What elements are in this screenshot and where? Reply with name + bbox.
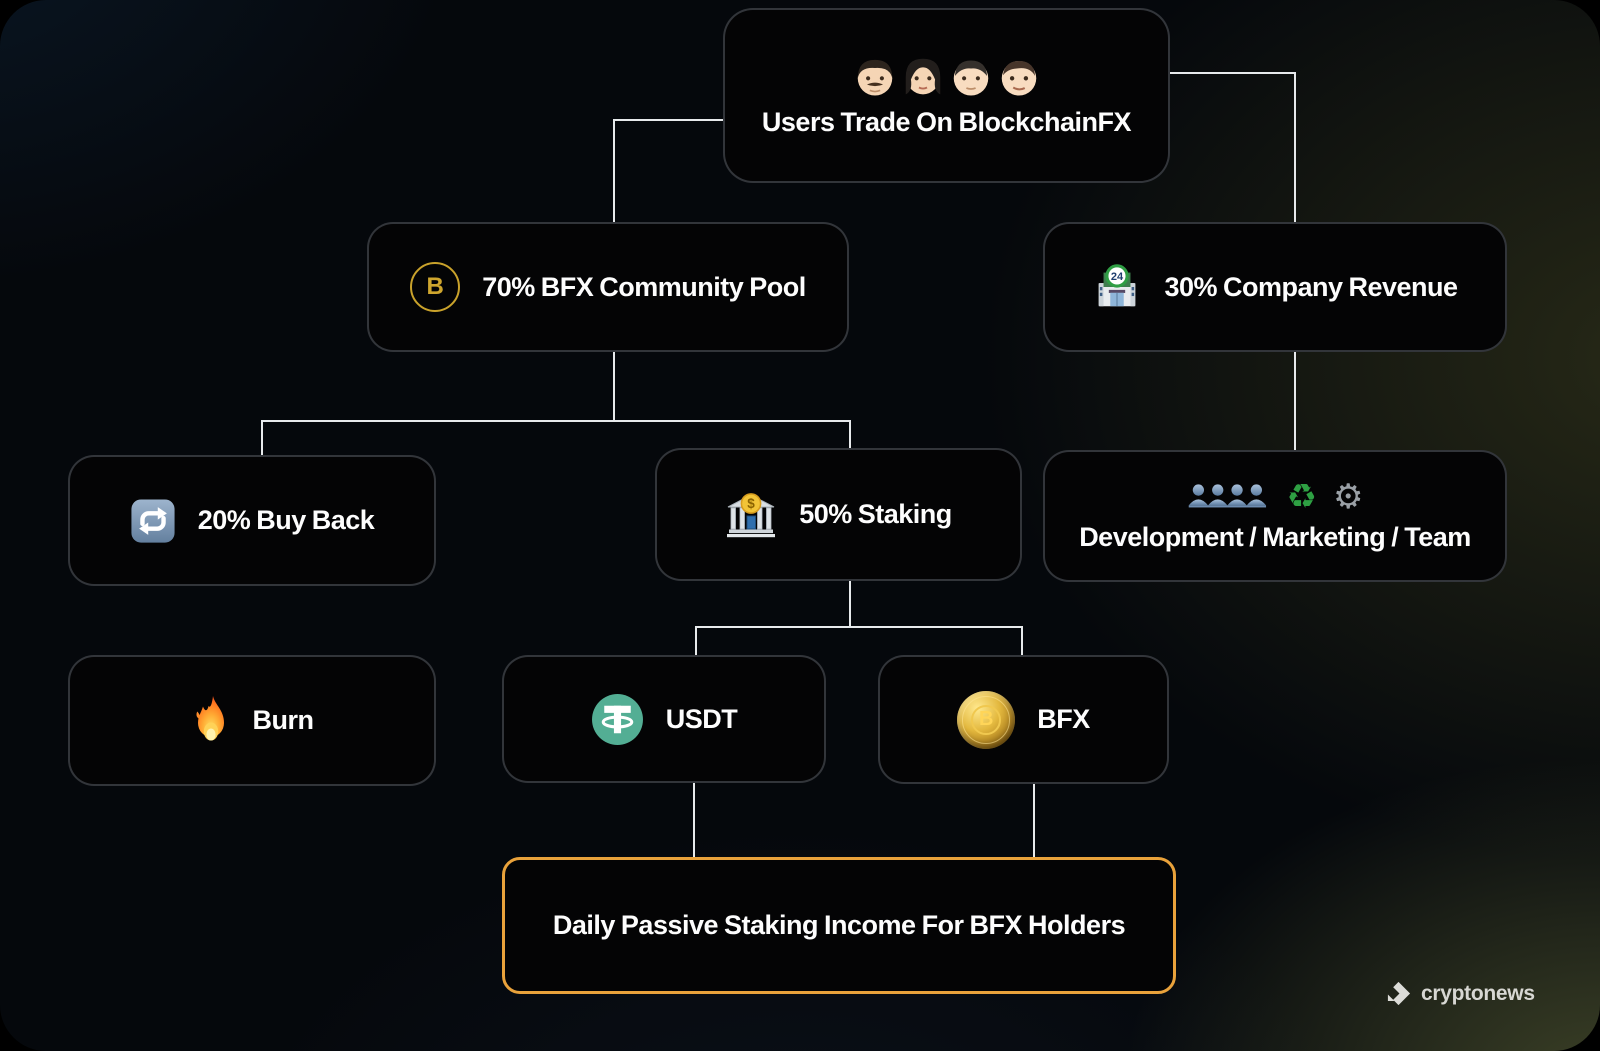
edge-pool-split-h bbox=[261, 420, 851, 422]
cryptonews-brand-text: cryptonews bbox=[1421, 981, 1535, 1005]
edge-pool-split-v bbox=[613, 348, 615, 422]
edge-split-staking bbox=[849, 420, 851, 448]
repeat-icon bbox=[131, 498, 175, 543]
node-daily-staking-income: Daily Passive Staking Income For BFX Hol… bbox=[502, 857, 1176, 994]
edge-staking-split-h bbox=[695, 626, 1023, 628]
daily-label: Daily Passive Staking Income For BFX Hol… bbox=[552, 910, 1126, 940]
node-bfx: B BFX bbox=[878, 655, 1169, 784]
devteam-icons: ♻ ⚙ bbox=[1187, 476, 1364, 517]
buyback-label: 20% Buy Back bbox=[197, 505, 375, 535]
store-24-badge: 24 bbox=[1111, 271, 1124, 283]
bfx-ring-logo-icon: B bbox=[410, 262, 461, 312]
man-emoji bbox=[857, 59, 892, 96]
fire-icon bbox=[195, 695, 224, 740]
coin-inner-ring: B bbox=[971, 704, 1002, 735]
edge-usdt-daily bbox=[693, 779, 695, 857]
node-users-trade: Users Trade On BlockchainFX bbox=[723, 8, 1170, 183]
edge-users-revenue-v bbox=[1294, 72, 1296, 222]
bfx-gold-coin-icon: B bbox=[957, 690, 1016, 749]
cryptonews-watermark: cryptonews bbox=[1385, 980, 1535, 1007]
store-24h-icon: 24 bbox=[1099, 264, 1136, 307]
woman-emoji bbox=[905, 58, 940, 95]
devteam-label: Development / Marketing / Team bbox=[1079, 521, 1471, 552]
staking-label: 50% Staking bbox=[799, 499, 952, 529]
node-buy-back: 20% Buy Back bbox=[68, 455, 436, 586]
recycle-icon: ♻ bbox=[1286, 476, 1317, 517]
edge-users-pool-v bbox=[613, 119, 615, 222]
boy-emoji bbox=[1001, 60, 1036, 96]
usdt-label: USDT bbox=[665, 703, 738, 734]
coin-monogram: B bbox=[979, 708, 994, 730]
edge-split-usdt bbox=[695, 626, 697, 655]
node-burn: Burn bbox=[68, 655, 436, 786]
node-staking: $ 50% Staking bbox=[655, 448, 1022, 581]
edge-users-pool-h bbox=[613, 119, 723, 121]
bank-coin-symbol: $ bbox=[747, 496, 755, 511]
coin-outer-ring bbox=[962, 695, 1011, 744]
edge-users-revenue-h bbox=[1164, 72, 1296, 74]
user-faces-icons bbox=[852, 53, 1042, 99]
person-emoji bbox=[953, 60, 988, 96]
node-company-revenue: 24 30% Company Revenue bbox=[1043, 222, 1507, 352]
gear-icon: ⚙ bbox=[1333, 476, 1364, 517]
tether-logo-icon bbox=[591, 693, 643, 745]
users-label: Users Trade On BlockchainFX bbox=[761, 107, 1132, 137]
bfx-label: BFX bbox=[1037, 704, 1090, 734]
edge-split-bfx bbox=[1021, 626, 1023, 655]
revenue-label: 30% Company Revenue bbox=[1164, 271, 1458, 302]
edge-revenue-devteam bbox=[1294, 348, 1296, 450]
pool-label: 70% BFX Community Pool bbox=[482, 271, 806, 302]
bfx-monogram: B bbox=[426, 273, 444, 300]
cryptonews-logo-icon bbox=[1387, 981, 1411, 1006]
bank-icon: $ bbox=[727, 492, 776, 537]
node-dev-marketing-team: ♻ ⚙ Development / Marketing / Team bbox=[1043, 450, 1507, 582]
node-usdt: USDT bbox=[502, 655, 826, 783]
edge-split-buyback bbox=[261, 420, 263, 455]
node-community-pool: B 70% BFX Community Pool bbox=[367, 222, 849, 352]
edge-bfx-daily bbox=[1033, 780, 1035, 857]
busts-icon bbox=[1188, 484, 1266, 508]
burn-label: Burn bbox=[252, 705, 315, 735]
edge-staking-split-v bbox=[849, 577, 851, 628]
